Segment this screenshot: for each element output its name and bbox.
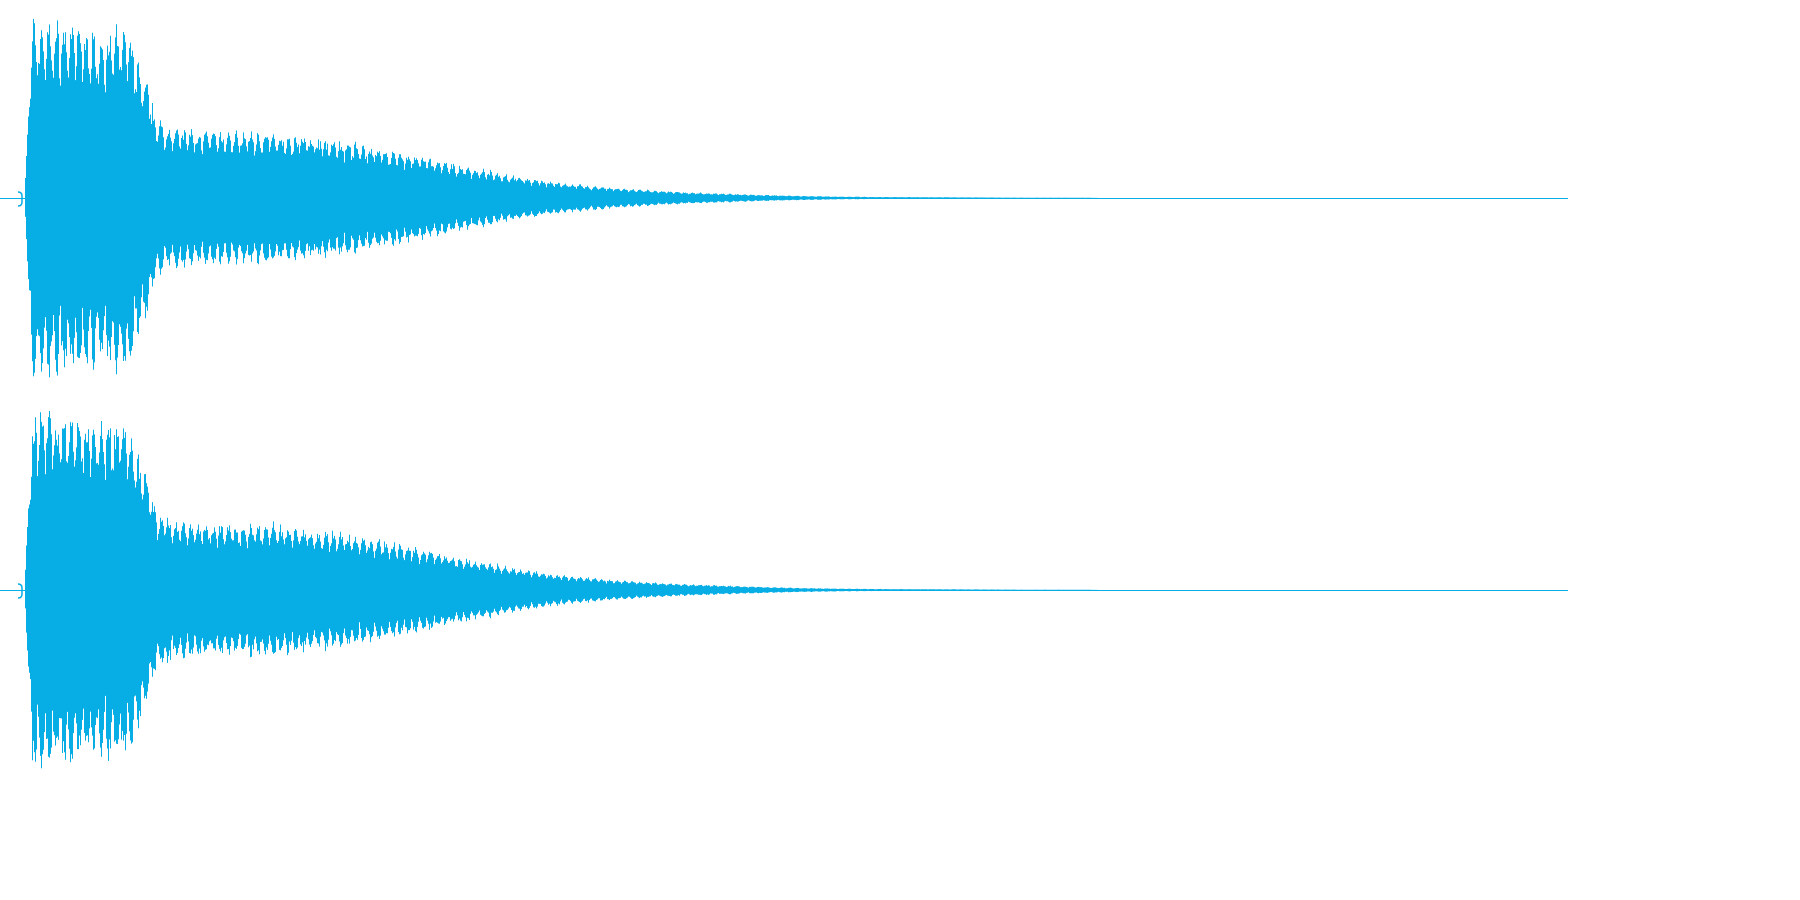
channel-1-waveform (0, 18, 1568, 378)
channels-group (0, 18, 1568, 769)
waveform-chart[interactable] (0, 0, 1568, 784)
channel-2-edge-bracket (17, 583, 23, 599)
channel-2-waveform (0, 411, 1568, 769)
waveform-view (0, 0, 1568, 784)
channel-1-signal-core (25, 94, 816, 302)
channel-1-edge-bracket (17, 191, 23, 207)
channel-2-signal-core (25, 486, 816, 694)
